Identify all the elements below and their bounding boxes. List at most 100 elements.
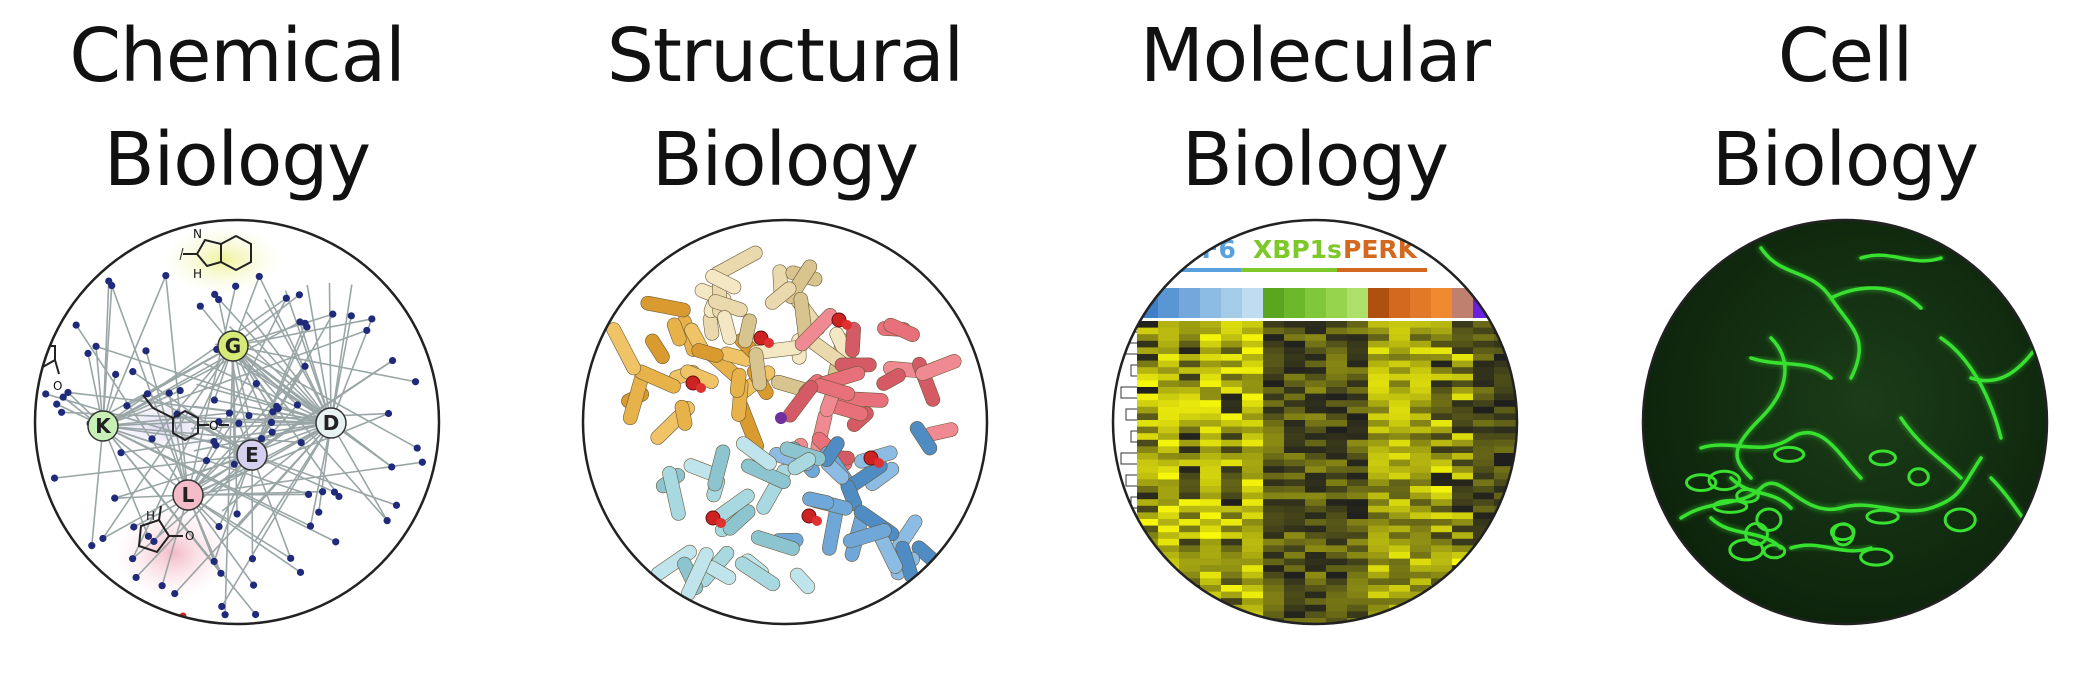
heatmap-cell bbox=[1494, 387, 1516, 395]
heatmap-cell bbox=[1200, 512, 1222, 520]
heatmap-cell bbox=[1221, 552, 1243, 560]
heatmap-cell bbox=[1221, 558, 1243, 567]
heatmap-cell bbox=[1242, 618, 1264, 624]
heatmap-cell bbox=[1158, 519, 1180, 527]
heatmap-cell bbox=[1326, 466, 1348, 474]
heatmap-cell bbox=[1263, 387, 1285, 395]
heatmap-cell bbox=[1137, 558, 1159, 567]
network-node bbox=[282, 294, 290, 302]
heatmap-cell bbox=[1263, 571, 1285, 580]
mitochondria-strand bbox=[1859, 253, 1943, 263]
heatmap-cell bbox=[1431, 433, 1453, 441]
heatmap-cell bbox=[1389, 618, 1411, 624]
heatmap-cell bbox=[1473, 354, 1495, 362]
network-node bbox=[383, 517, 391, 525]
network-node bbox=[329, 310, 337, 318]
heatmap-cell bbox=[1389, 571, 1411, 580]
heatmap-cell bbox=[1326, 347, 1348, 355]
heatmap-cell bbox=[1221, 492, 1243, 501]
heatmap-cell bbox=[1305, 327, 1327, 336]
heatmap-cell bbox=[1200, 479, 1222, 487]
heatmap-cell bbox=[1431, 565, 1453, 573]
heatmap-cell bbox=[1221, 466, 1243, 474]
network-node bbox=[99, 534, 107, 543]
heatmap-cell bbox=[1368, 492, 1390, 501]
heatmap-cell bbox=[1368, 519, 1390, 527]
heatmap-cell bbox=[1305, 380, 1327, 388]
heatmap-cell bbox=[1137, 486, 1159, 494]
panel-title: Molecular Biology bbox=[1090, 4, 1540, 212]
heatmap-cells bbox=[1137, 321, 1516, 624]
heatmap-cell bbox=[1263, 525, 1285, 534]
heatmap-cell bbox=[1284, 459, 1306, 468]
network-node bbox=[255, 272, 263, 281]
heatmap-cell bbox=[1284, 525, 1306, 534]
network-node bbox=[196, 302, 204, 310]
heatmap-cell bbox=[1284, 486, 1306, 494]
heatmap-cell bbox=[1137, 380, 1159, 388]
mitochondria-strand bbox=[1699, 430, 1863, 480]
network-node bbox=[301, 362, 309, 370]
heatmap-cell bbox=[1347, 585, 1369, 593]
heatmap-cell bbox=[1242, 519, 1264, 527]
helix-cylinder bbox=[705, 269, 742, 295]
atom-label-h: H bbox=[193, 267, 202, 281]
heatmap-cell bbox=[1452, 354, 1474, 362]
heatmap-cell bbox=[1368, 459, 1390, 468]
heatmap-cell bbox=[1326, 525, 1348, 534]
heatmap-cell bbox=[1326, 571, 1348, 580]
heatmap-cell bbox=[1452, 459, 1474, 468]
heatmap-cell bbox=[1431, 400, 1453, 408]
heatmap-cell bbox=[1473, 552, 1495, 560]
heatmap-cell bbox=[1242, 340, 1264, 349]
heatmap-cell bbox=[1158, 367, 1180, 375]
heatmap-cell bbox=[1368, 334, 1390, 342]
heatmap-cell bbox=[1221, 340, 1243, 349]
heatmap-cell bbox=[1137, 618, 1159, 624]
network-node bbox=[72, 321, 80, 329]
heatmap-cell bbox=[1473, 525, 1495, 534]
heatmap-cell bbox=[1179, 354, 1201, 362]
mitochondria-strand bbox=[1729, 476, 1793, 510]
heatmap-cell bbox=[1305, 367, 1327, 375]
heatmap-cell bbox=[1284, 519, 1306, 527]
heatmap-cell bbox=[1158, 585, 1180, 593]
heatmap-cell bbox=[1221, 578, 1243, 586]
heatmap-cell bbox=[1137, 479, 1159, 487]
heatmap-cell bbox=[1221, 472, 1243, 481]
heatmap-cell bbox=[1179, 439, 1201, 448]
heatmap-cell bbox=[1158, 446, 1180, 454]
helix-cylinder bbox=[691, 343, 724, 363]
heatmap-cell bbox=[1284, 367, 1306, 375]
heatmap-cell bbox=[1326, 618, 1348, 624]
network-node bbox=[296, 318, 304, 326]
heatmap-cell bbox=[1326, 426, 1348, 435]
network-node bbox=[293, 401, 302, 409]
heatmap-cell bbox=[1473, 519, 1495, 527]
heatmap-cell bbox=[1200, 459, 1222, 468]
heatmap-cell bbox=[1242, 472, 1264, 481]
mitochondria-strand bbox=[1829, 286, 1923, 310]
title-line-2: Biology bbox=[651, 117, 919, 203]
heatmap-cell bbox=[1368, 466, 1390, 474]
ligand-sphere bbox=[764, 338, 774, 348]
helix-cylinder bbox=[748, 347, 768, 392]
heatmap-cell bbox=[1494, 380, 1516, 388]
heatmap-cell bbox=[1347, 406, 1369, 415]
heatmap-cell bbox=[1389, 373, 1411, 382]
heatmap-cell bbox=[1158, 420, 1180, 428]
heatmap-cell bbox=[1137, 571, 1159, 580]
network-node bbox=[144, 532, 153, 540]
heatmap-cell bbox=[1452, 406, 1474, 415]
heatmap-cell bbox=[1347, 525, 1369, 534]
heatmap-cell bbox=[1452, 400, 1474, 408]
heatmap-cell bbox=[1221, 585, 1243, 593]
atom-label-o3: O bbox=[185, 529, 194, 543]
heatmap-cell bbox=[1410, 439, 1432, 448]
heatmap-cell bbox=[1326, 340, 1348, 349]
heatmap-cell bbox=[1431, 512, 1453, 520]
heatmap-cell bbox=[1431, 571, 1453, 580]
network-node bbox=[132, 573, 140, 582]
heatmap-cell bbox=[1452, 426, 1474, 435]
sample-color-cell bbox=[1137, 288, 1159, 318]
